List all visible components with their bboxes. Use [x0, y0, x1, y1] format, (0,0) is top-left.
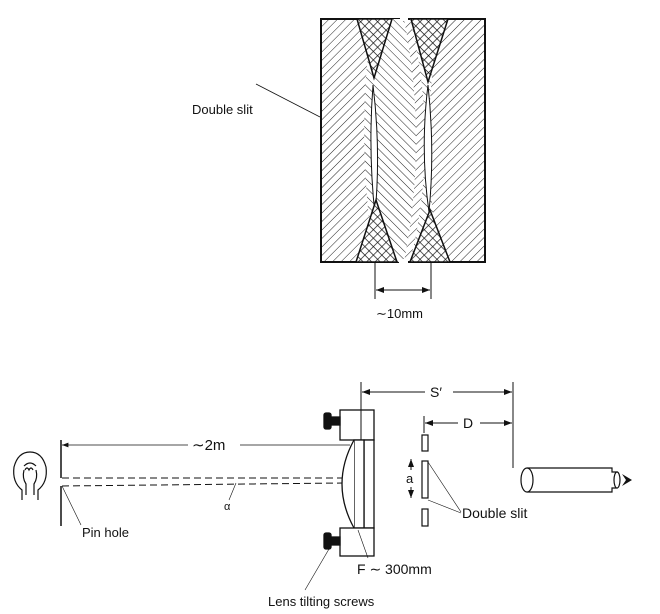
telescope — [520, 467, 621, 493]
width-label: ∼10mm — [376, 306, 423, 321]
light-rays — [61, 477, 344, 487]
light-bulb-icon — [13, 451, 47, 500]
s-prime-label: S′ — [430, 384, 442, 400]
double-slit-label-top: Double slit — [192, 102, 253, 117]
double-slit-label-bottom: Double slit — [462, 505, 527, 521]
lens-assembly — [323, 409, 375, 557]
screws-label: Lens tilting screws — [268, 594, 375, 609]
double-slit-leaders — [427, 461, 462, 514]
focal-label: F ∼ 300mm — [357, 561, 432, 577]
d-label: D — [463, 415, 473, 431]
angle-label: α — [224, 501, 231, 513]
double-slit-closeup — [320, 17, 486, 264]
a-label: a — [406, 471, 414, 486]
double-slit-leader — [255, 83, 321, 118]
eye-icon — [622, 474, 632, 486]
focal-leader — [357, 529, 369, 559]
pin-hole-label: Pin hole — [82, 525, 129, 540]
screws-leader — [304, 548, 330, 591]
distance-label: ∼2m — [192, 437, 225, 454]
double-slit-plates — [421, 434, 429, 527]
width-dimension — [374, 262, 432, 299]
angle-leader — [228, 482, 237, 501]
pin-hole-leader — [61, 485, 82, 526]
